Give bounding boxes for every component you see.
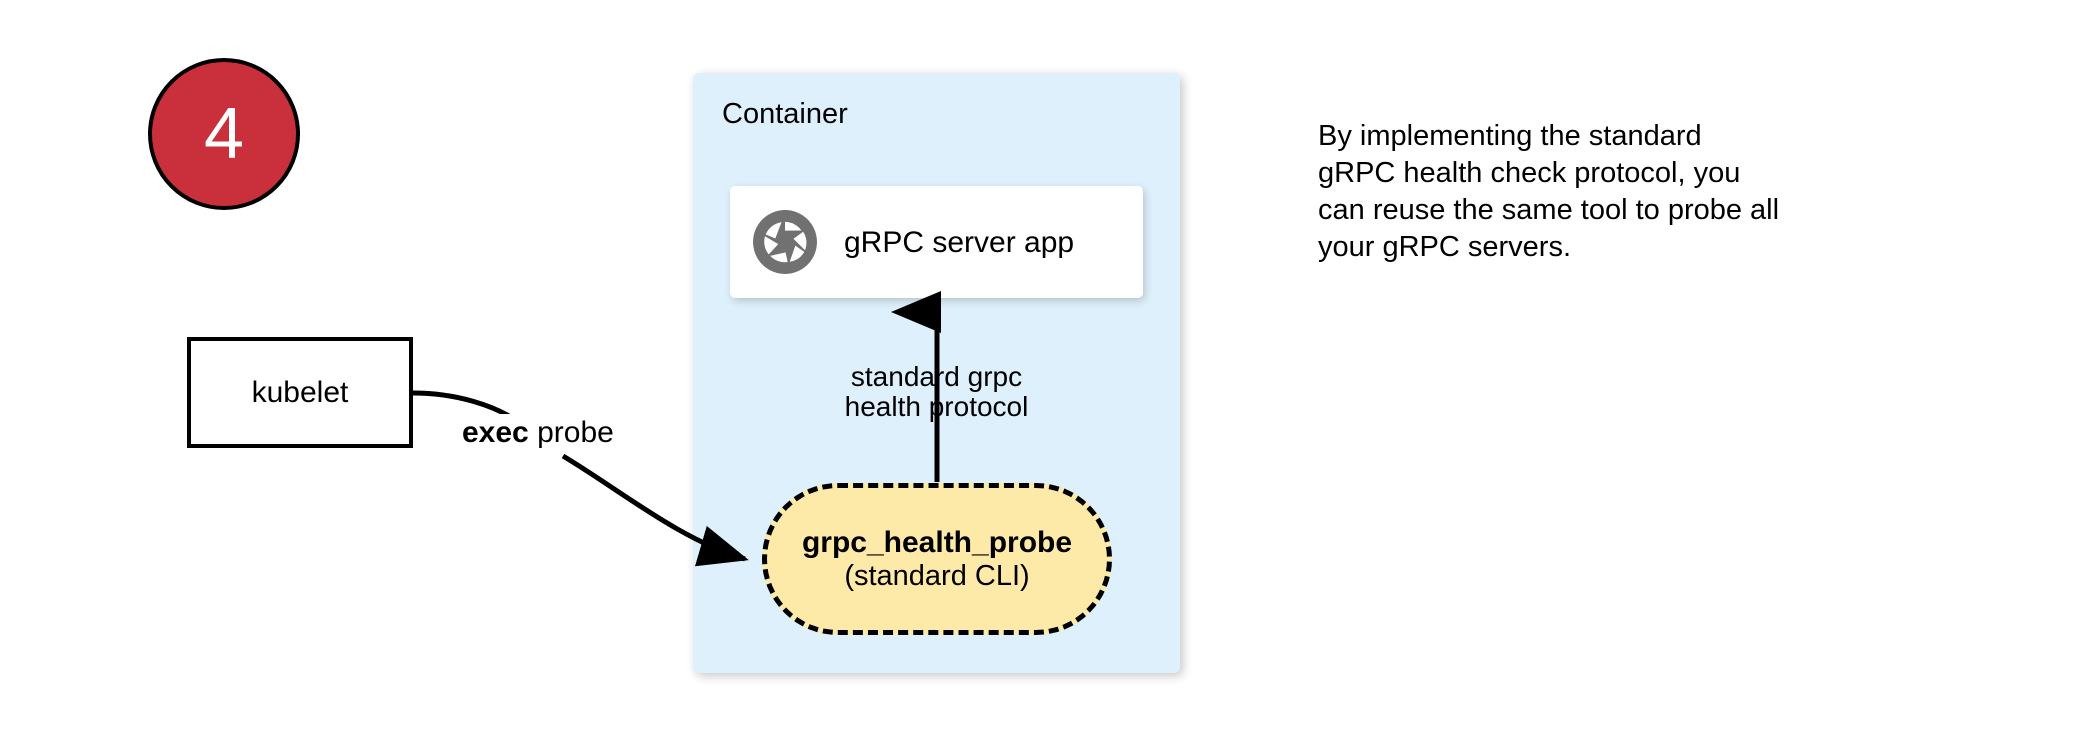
- grpc-aperture-icon: [753, 210, 817, 274]
- health-protocol-line-1: standard grpc: [850, 361, 1023, 392]
- exec-probe-label-rest: probe: [528, 416, 614, 449]
- grpc-server-app-label: gRPC server app: [844, 225, 1075, 259]
- health-protocol-edge-label: standard grpc health protocol: [740, 362, 1133, 422]
- step-number-label: 4: [203, 94, 245, 174]
- exec-probe-label-bold: exec: [462, 416, 529, 449]
- grpc-health-probe-node: grpc_health_probe (standard CLI): [762, 483, 1112, 635]
- side-note: By implementing the standard gRPC health…: [1318, 118, 1938, 266]
- grpc-health-probe-title: grpc_health_probe: [801, 525, 1073, 559]
- side-note-line-1: By implementing the standard: [1318, 120, 1702, 152]
- side-note-line-3: can reuse the same tool to probe all: [1318, 194, 1780, 227]
- side-note-line-2: gRPC health check protocol, you: [1318, 157, 1741, 190]
- container-title: Container: [722, 98, 848, 130]
- grpc-health-probe-subtitle: (standard CLI): [844, 559, 1030, 592]
- grpc-server-app-node: gRPC server app: [730, 186, 1143, 298]
- step-number-badge: 4: [148, 58, 300, 210]
- exec-probe-edge-label: exec probe: [456, 414, 620, 451]
- side-note-line-4: your gRPC servers.: [1318, 231, 1572, 264]
- health-protocol-line-2: health protocol: [844, 390, 1029, 422]
- kubelet-node: kubelet: [187, 337, 413, 448]
- kubelet-label: kubelet: [251, 376, 349, 409]
